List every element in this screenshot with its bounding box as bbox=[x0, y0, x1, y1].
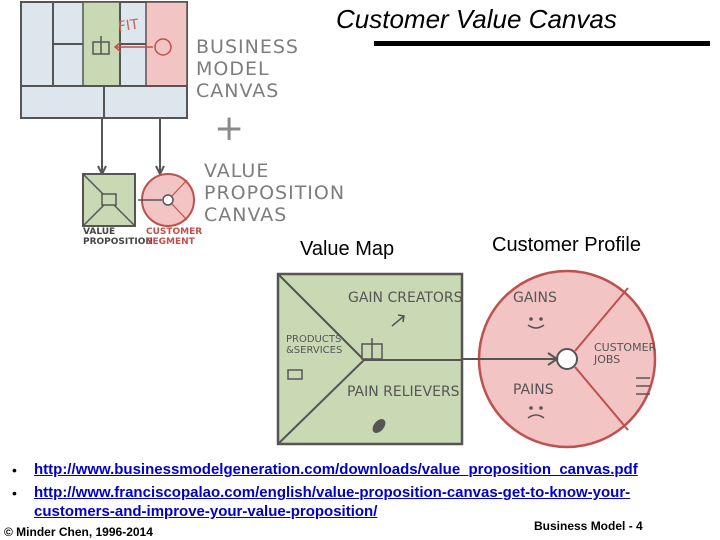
fit-label: FIT bbox=[116, 16, 140, 36]
bullet-2: • bbox=[12, 485, 17, 501]
page-title: Customer Value Canvas bbox=[336, 4, 617, 34]
customer-jobs-label: CUSTOMER JOBS bbox=[594, 342, 656, 366]
vpc-line-1: VALUE bbox=[204, 160, 270, 182]
pains-label: PAINS bbox=[513, 382, 554, 398]
cs-small-line-2: SEGMENT bbox=[146, 237, 195, 247]
vpc-line-2: PROPOSITION bbox=[204, 182, 346, 204]
customer-jobs-line-2: JOBS bbox=[594, 353, 621, 366]
gain-creators-label: GAIN CREATORS bbox=[348, 290, 463, 306]
cs-small-line-1: CUSTOMER bbox=[146, 227, 203, 237]
reference-link-2-continued[interactable]: customers-and-improve-your-value-proposi… bbox=[34, 503, 378, 520]
value-proposition-diagram bbox=[276, 269, 657, 449]
value-proposition-small-label: VALUE PROPOSITION bbox=[83, 227, 153, 247]
reference-link-2[interactable]: http://www.franciscopalao.com/english/va… bbox=[34, 484, 631, 501]
vp-small-line-1: VALUE bbox=[83, 227, 116, 237]
pain-relievers-label: PAIN RELIEVERS bbox=[347, 384, 460, 400]
page-label: Business Model - 4 bbox=[534, 519, 643, 533]
bmc-line-3: CANVAS bbox=[196, 80, 280, 102]
bmc-line-2: MODEL bbox=[196, 58, 270, 80]
bullet-1: • bbox=[12, 462, 17, 478]
value-proposition-canvas-label: VALUE PROPOSITION CANVAS bbox=[204, 160, 345, 226]
vp-small-line-2: PROPOSITION bbox=[83, 237, 153, 247]
title-underline bbox=[374, 41, 710, 46]
bmc-line-1: BUSINESS bbox=[196, 36, 299, 58]
customer-profile-heading: Customer Profile bbox=[492, 234, 641, 256]
customer-segment-small-label: CUSTOMER SEGMENT bbox=[146, 227, 202, 247]
vpc-line-3: CANVAS bbox=[204, 204, 288, 226]
reference-link-1[interactable]: http://www.businessmodelgeneration.com/d… bbox=[34, 461, 638, 478]
products-services-label: PRODUCTS &SERVICES bbox=[286, 334, 342, 356]
products-services-line-1: PRODUCTS bbox=[286, 334, 342, 345]
connector-lines bbox=[97, 118, 165, 177]
customer-jobs-line-1: CUSTOMER bbox=[594, 341, 657, 354]
business-model-canvas-label: BUSINESS MODEL CANVAS bbox=[196, 36, 299, 102]
plus-icon: + bbox=[214, 108, 245, 149]
value-proposition-canvas-sketch bbox=[82, 173, 195, 227]
value-map-heading: Value Map bbox=[300, 238, 395, 260]
gains-label: GAINS bbox=[513, 290, 557, 306]
copyright: © Minder Chen, 1996-2014 bbox=[4, 525, 153, 539]
business-model-canvas-sketch bbox=[20, 1, 188, 119]
products-services-line-2: &SERVICES bbox=[286, 345, 343, 356]
